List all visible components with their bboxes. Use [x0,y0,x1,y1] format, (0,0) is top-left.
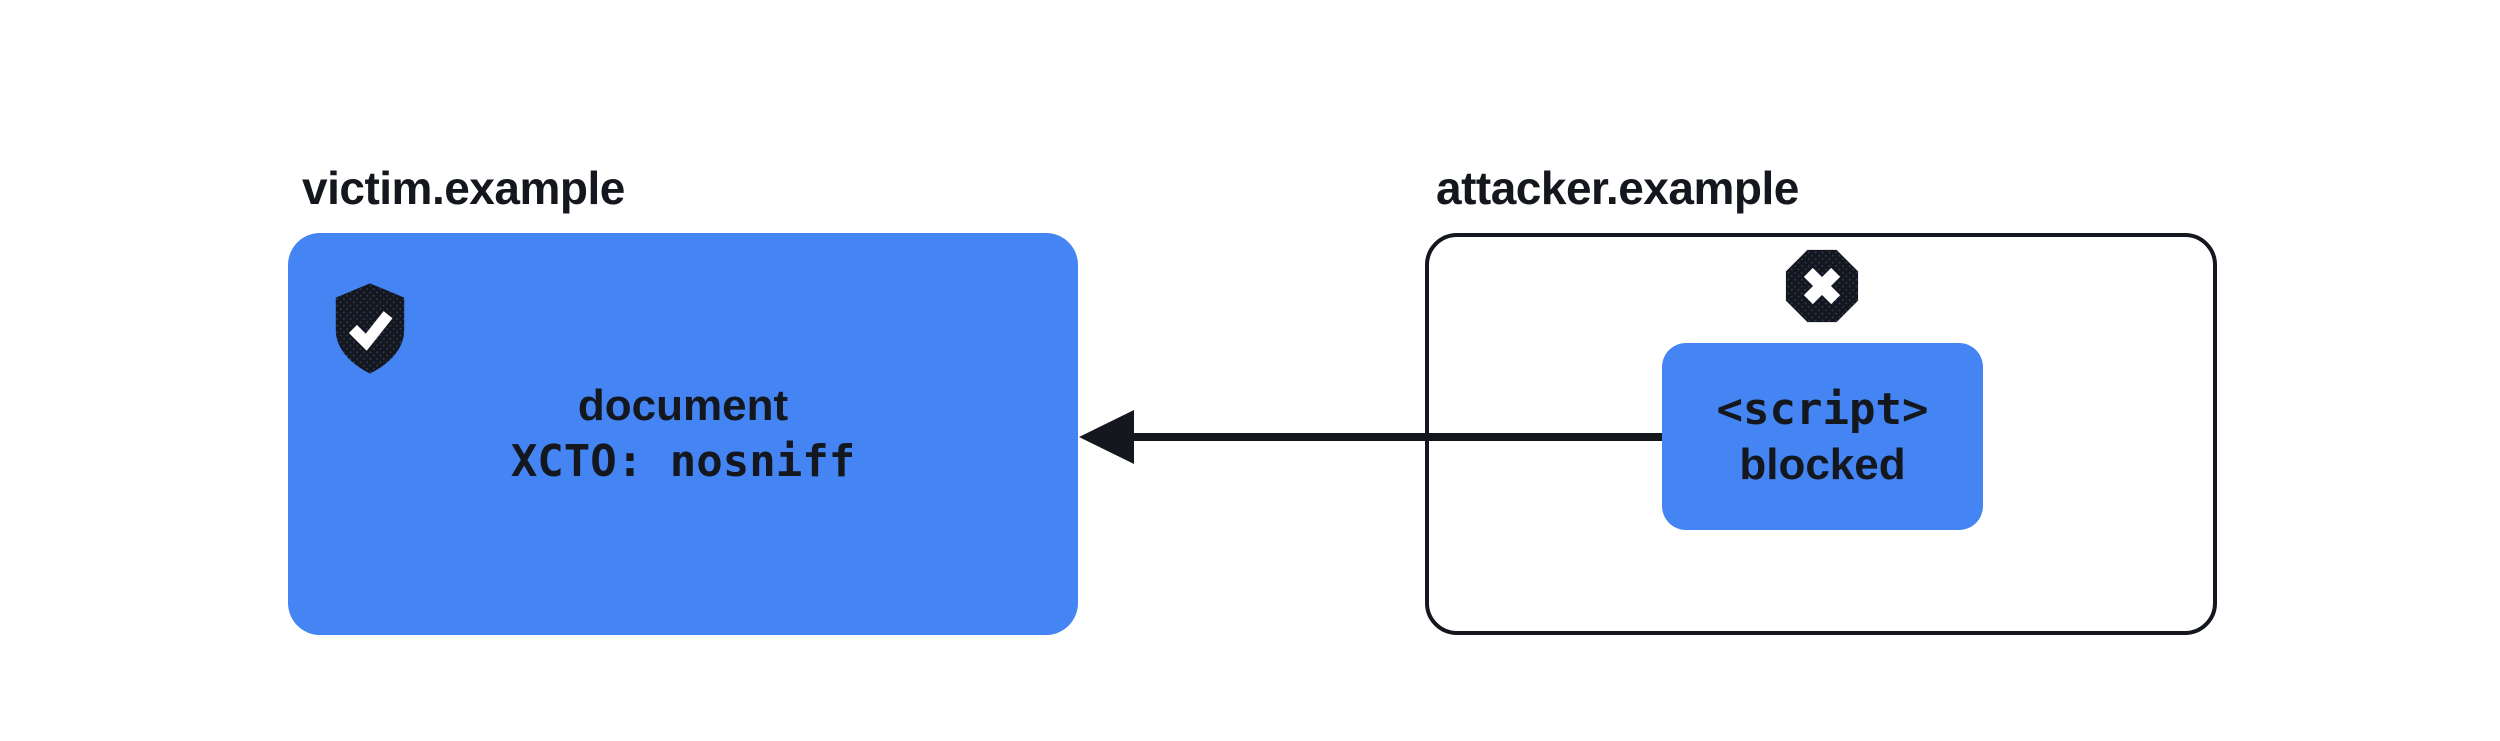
victim-xcto-header-line: XCTO: nosniff [510,436,856,487]
victim-box-text: document XCTO: nosniff [511,378,855,490]
victim-document-box: document XCTO: nosniff [288,233,1078,635]
arrowhead-left [1079,410,1134,464]
blocked-octagon-icon [1785,249,1859,323]
script-tag-line: <script> [1716,383,1929,435]
victim-doc-line: document [577,381,789,430]
script-blocked-box: <script> blocked [1662,343,1983,530]
victim-domain-label: victim.example [302,162,625,214]
script-blocked-line: blocked [1739,439,1906,489]
attacker-domain-label: attacker.example [1436,162,1799,214]
shield-check-icon [335,283,405,374]
